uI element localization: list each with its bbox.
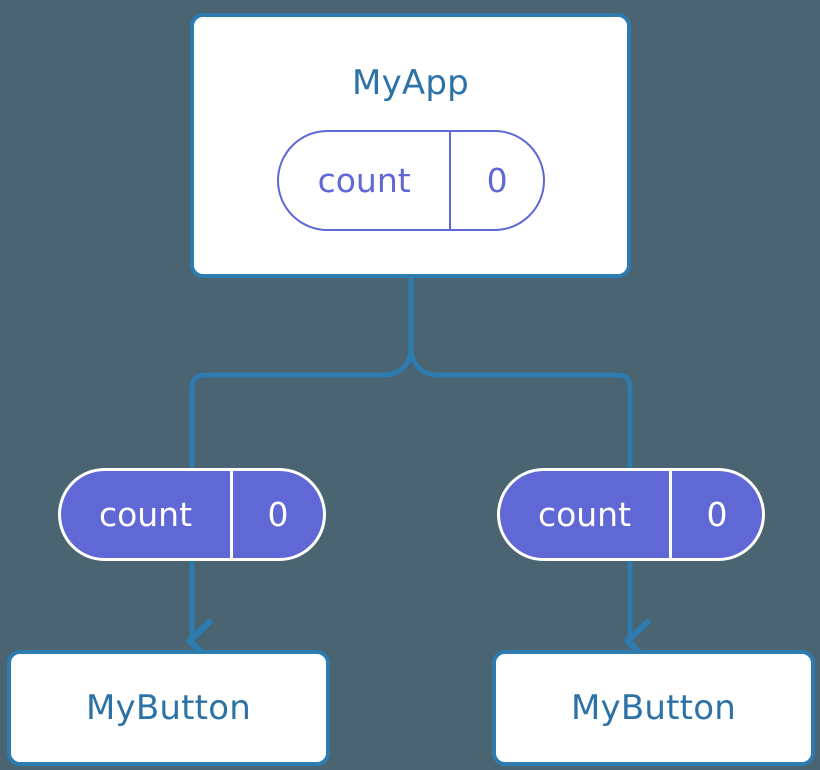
left-prop-key: count — [98, 495, 193, 534]
root-state-key: count — [317, 161, 411, 200]
right-prop-key: count — [537, 495, 632, 534]
connector-split-to-right-child — [408, 343, 633, 471]
right-prop-value: 0 — [668, 471, 762, 558]
right-child-component-box[interactable]: MyButton — [492, 650, 815, 766]
right-prop-pill[interactable]: count 0 — [497, 468, 765, 561]
left-child-component-title: MyButton — [86, 688, 251, 728]
connector-split-to-left-child — [189, 343, 414, 471]
root-state-value: 0 — [449, 132, 543, 229]
left-prop-pill[interactable]: count 0 — [58, 468, 326, 561]
root-component-title: MyApp — [352, 63, 469, 103]
left-child-component-box[interactable]: MyButton — [7, 650, 330, 766]
left-prop-value: 0 — [229, 471, 323, 558]
right-child-component-title: MyButton — [571, 688, 736, 728]
root-state-pill[interactable]: count 0 — [277, 130, 545, 231]
